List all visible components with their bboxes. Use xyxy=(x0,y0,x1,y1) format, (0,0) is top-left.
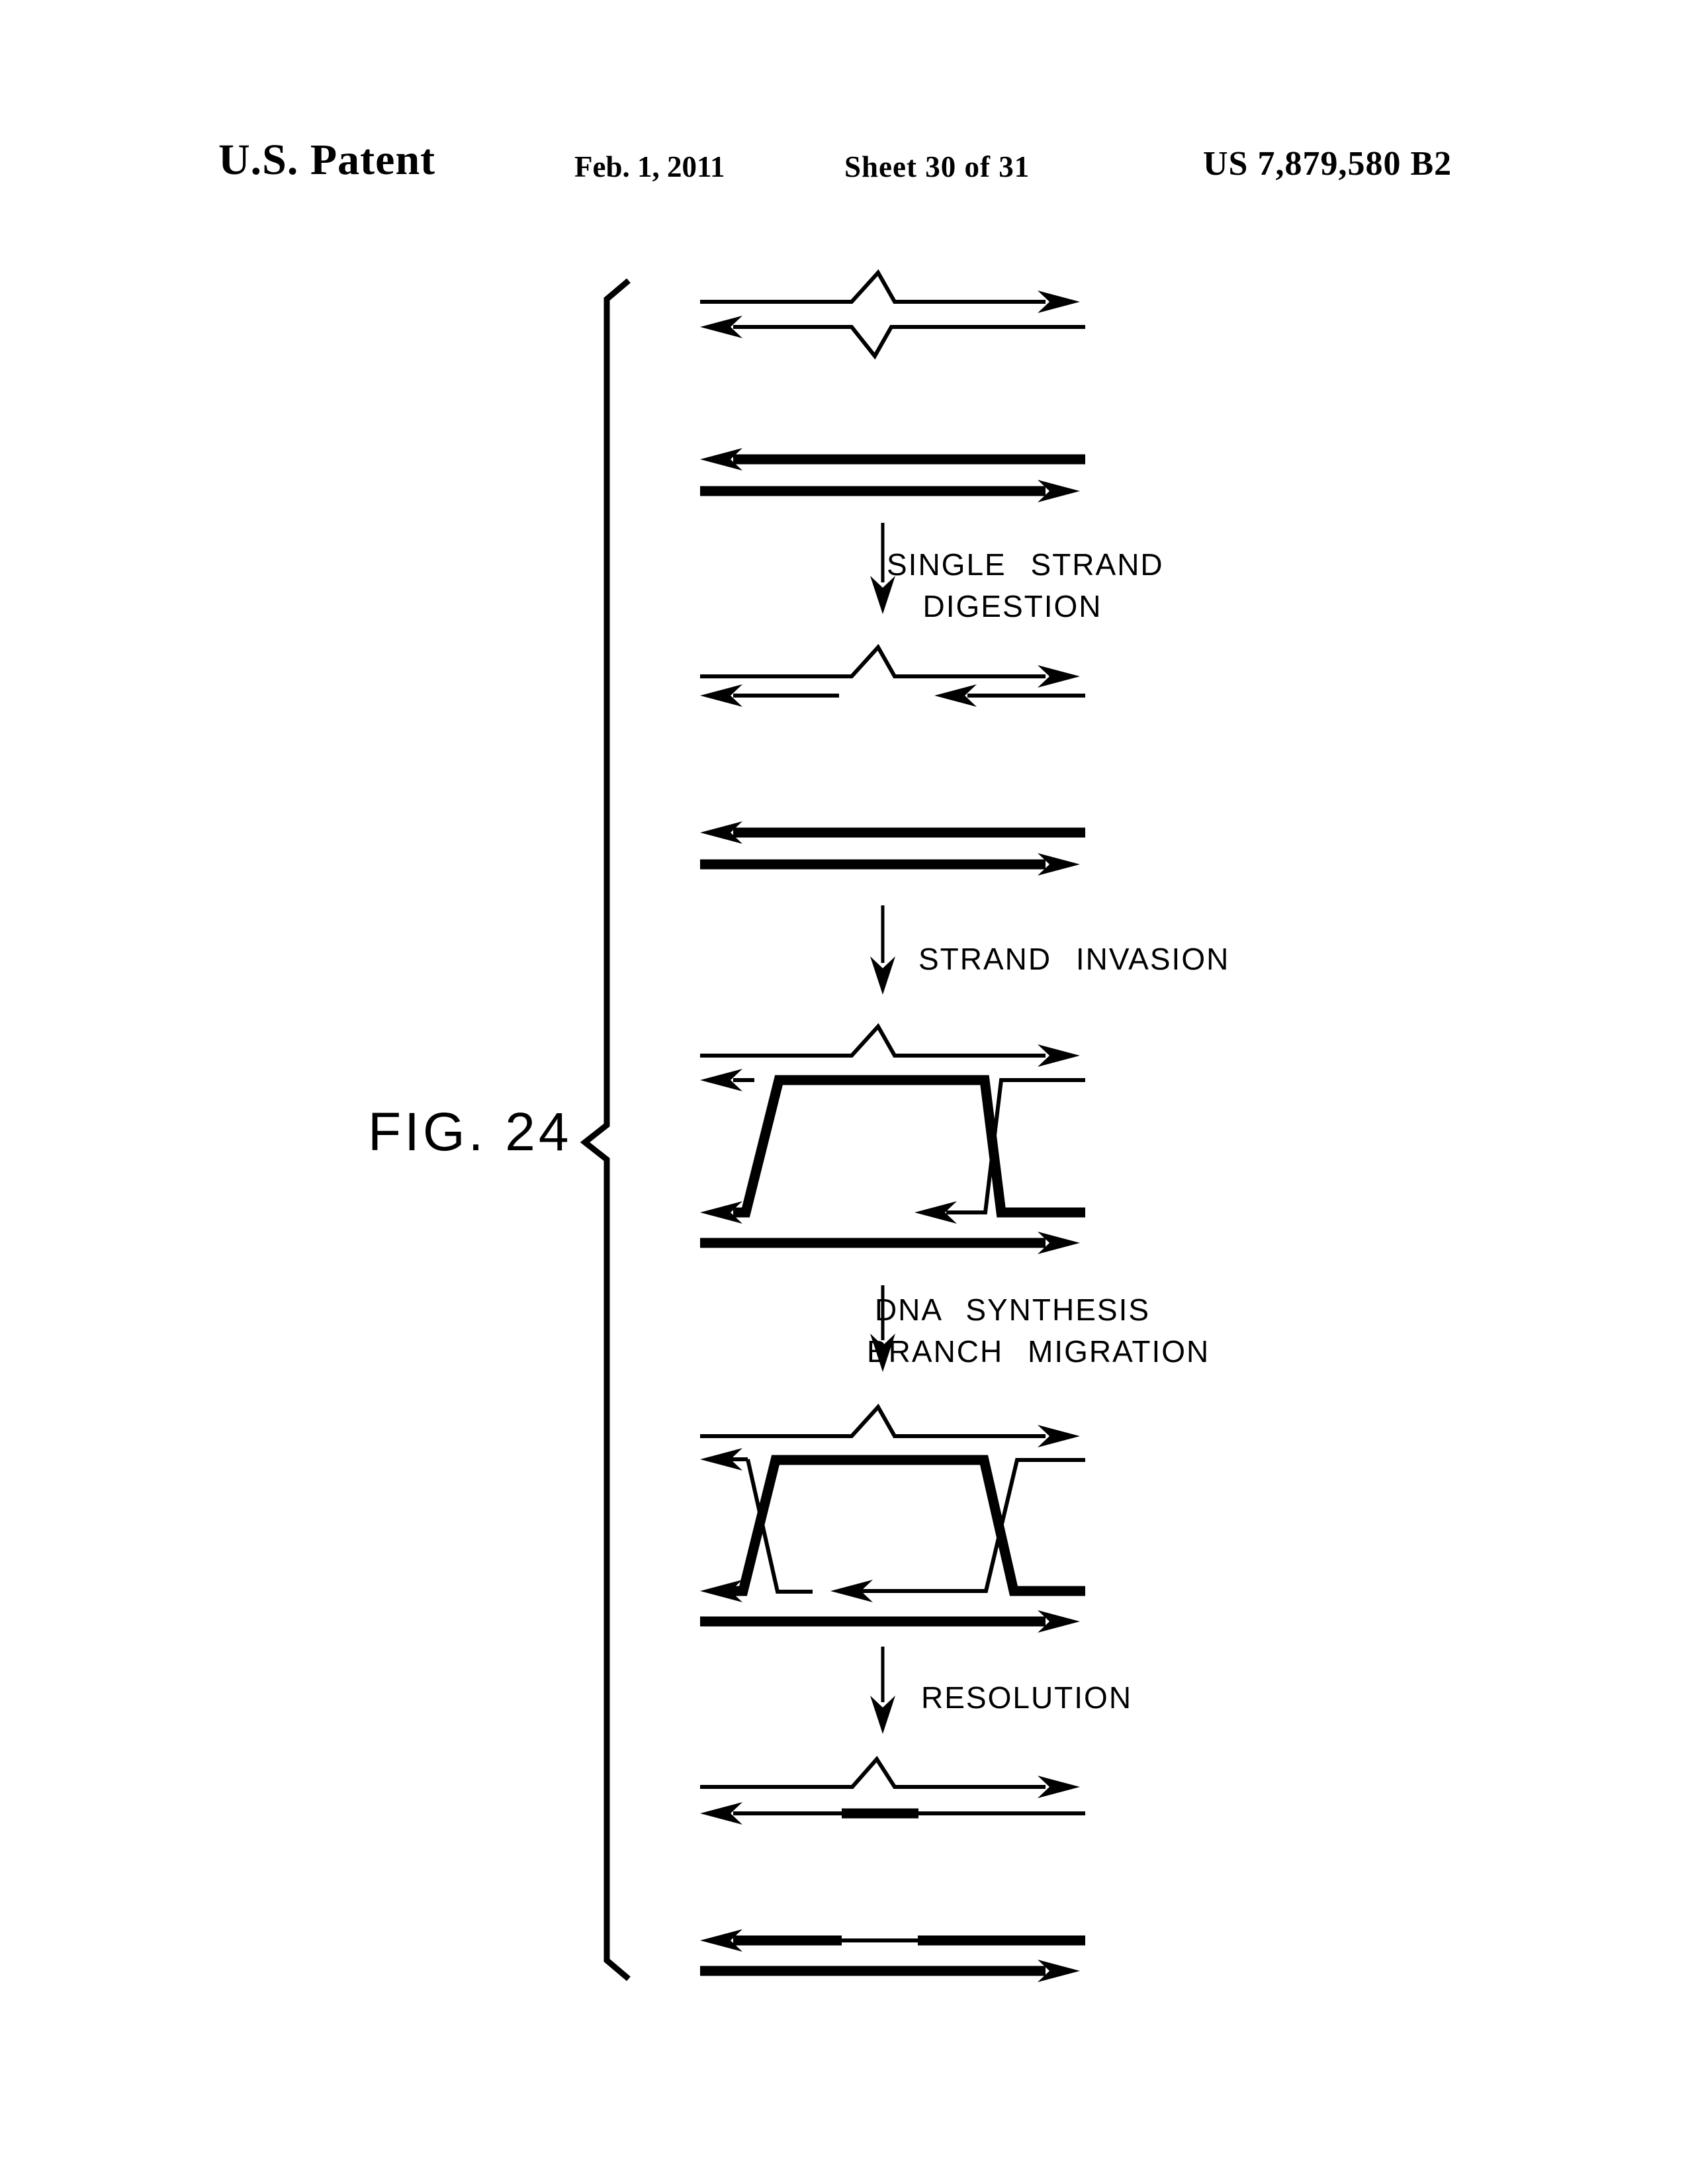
label-strand-invasion: STRAND INVASION xyxy=(918,942,1230,976)
diagram-mismatch-duplex xyxy=(700,269,1085,360)
left-arrowhead-icon xyxy=(700,1580,742,1602)
label-synthesis-line1: DNA SYNTHESIS xyxy=(874,1293,1151,1327)
invading-strand xyxy=(733,1075,1085,1218)
left-arrowhead-icon xyxy=(700,684,742,707)
strand-top-bump xyxy=(700,269,1046,304)
figure-brace xyxy=(580,278,631,1981)
label-single-strand-digestion: SINGLE STRAND DIGESTION xyxy=(887,544,1164,627)
label-resolution: RESOLUTION xyxy=(921,1680,1133,1715)
label-digestion-line1: SINGLE STRAND xyxy=(887,547,1164,582)
strand-top-bump xyxy=(700,643,1046,678)
left-arrowhead-icon xyxy=(700,448,742,471)
right-arrowhead-icon xyxy=(1038,1232,1080,1254)
diagram-target-duplex xyxy=(700,448,1085,502)
patent-header-title: U.S. Patent xyxy=(218,136,436,184)
right-arrowhead-icon xyxy=(1038,1610,1080,1633)
down-arrowhead-icon xyxy=(870,956,895,995)
diagram-strand-invasion xyxy=(700,1023,1085,1254)
strand-top-bump xyxy=(700,1023,1046,1058)
diagram-branch-migration xyxy=(700,1403,1085,1633)
left-arrowhead-icon xyxy=(700,1201,742,1224)
patent-header-date: Feb. 1, 2011 xyxy=(574,150,725,183)
step-arrow-digestion xyxy=(870,523,895,614)
down-arrowhead-icon xyxy=(870,1334,895,1372)
right-arrowhead-icon xyxy=(1038,853,1080,876)
displaced-strand-crossover xyxy=(946,1078,1085,1214)
diagram-resolved-duplex-2 xyxy=(700,1929,1085,1982)
step-arrow-synthesis xyxy=(870,1285,895,1372)
left-arrowhead-icon xyxy=(700,1448,742,1471)
right-arrowhead-icon xyxy=(1038,1960,1080,1982)
displaced-strand-crossover xyxy=(860,1458,1085,1593)
right-arrowhead-icon xyxy=(1038,665,1080,688)
diagram-digested-duplex xyxy=(700,643,1085,707)
left-arrowhead-icon xyxy=(700,316,742,338)
left-arrowhead-icon xyxy=(934,684,977,707)
left-crossover-thin-leg xyxy=(746,1459,813,1594)
strand-top-bump xyxy=(700,1403,1046,1438)
patent-header-sheet: Sheet 30 of 31 xyxy=(844,150,1030,183)
left-arrowhead-icon xyxy=(700,1929,742,1952)
label-digestion-line2: DIGESTION xyxy=(922,589,1102,623)
diagram-target-duplex-2 xyxy=(700,821,1085,876)
step-arrow-resolution xyxy=(870,1647,895,1734)
right-arrowhead-icon xyxy=(1038,291,1080,313)
down-arrowhead-icon xyxy=(870,1696,895,1734)
step-arrow-invasion xyxy=(870,905,895,995)
label-synthesis-line2: BRANCH MIGRATION xyxy=(867,1334,1210,1369)
right-arrowhead-icon xyxy=(1038,1776,1080,1798)
invading-strand-double-crossover xyxy=(731,1455,1085,1596)
strand-top-bump xyxy=(700,1756,1046,1789)
figure-label: FIG. 24 xyxy=(368,1102,572,1162)
left-arrowhead-icon xyxy=(700,1802,742,1825)
right-arrowhead-icon xyxy=(1038,1425,1080,1447)
down-arrowhead-icon xyxy=(870,576,895,614)
right-arrowhead-icon xyxy=(1038,1044,1080,1067)
patent-header-number: US 7,879,580 B2 xyxy=(1203,145,1452,183)
strand-bottom-bump xyxy=(733,325,1085,360)
right-arrowhead-icon xyxy=(1038,480,1080,502)
left-arrowhead-icon xyxy=(700,1069,742,1091)
diagram-resolved-duplex-1 xyxy=(700,1756,1085,1825)
left-arrowhead-icon xyxy=(700,821,742,844)
left-arrowhead-icon xyxy=(830,1580,873,1602)
left-arrowhead-icon xyxy=(914,1201,957,1224)
label-dna-synthesis-branch-migration: DNA SYNTHESIS BRANCH MIGRATION xyxy=(867,1289,1210,1373)
